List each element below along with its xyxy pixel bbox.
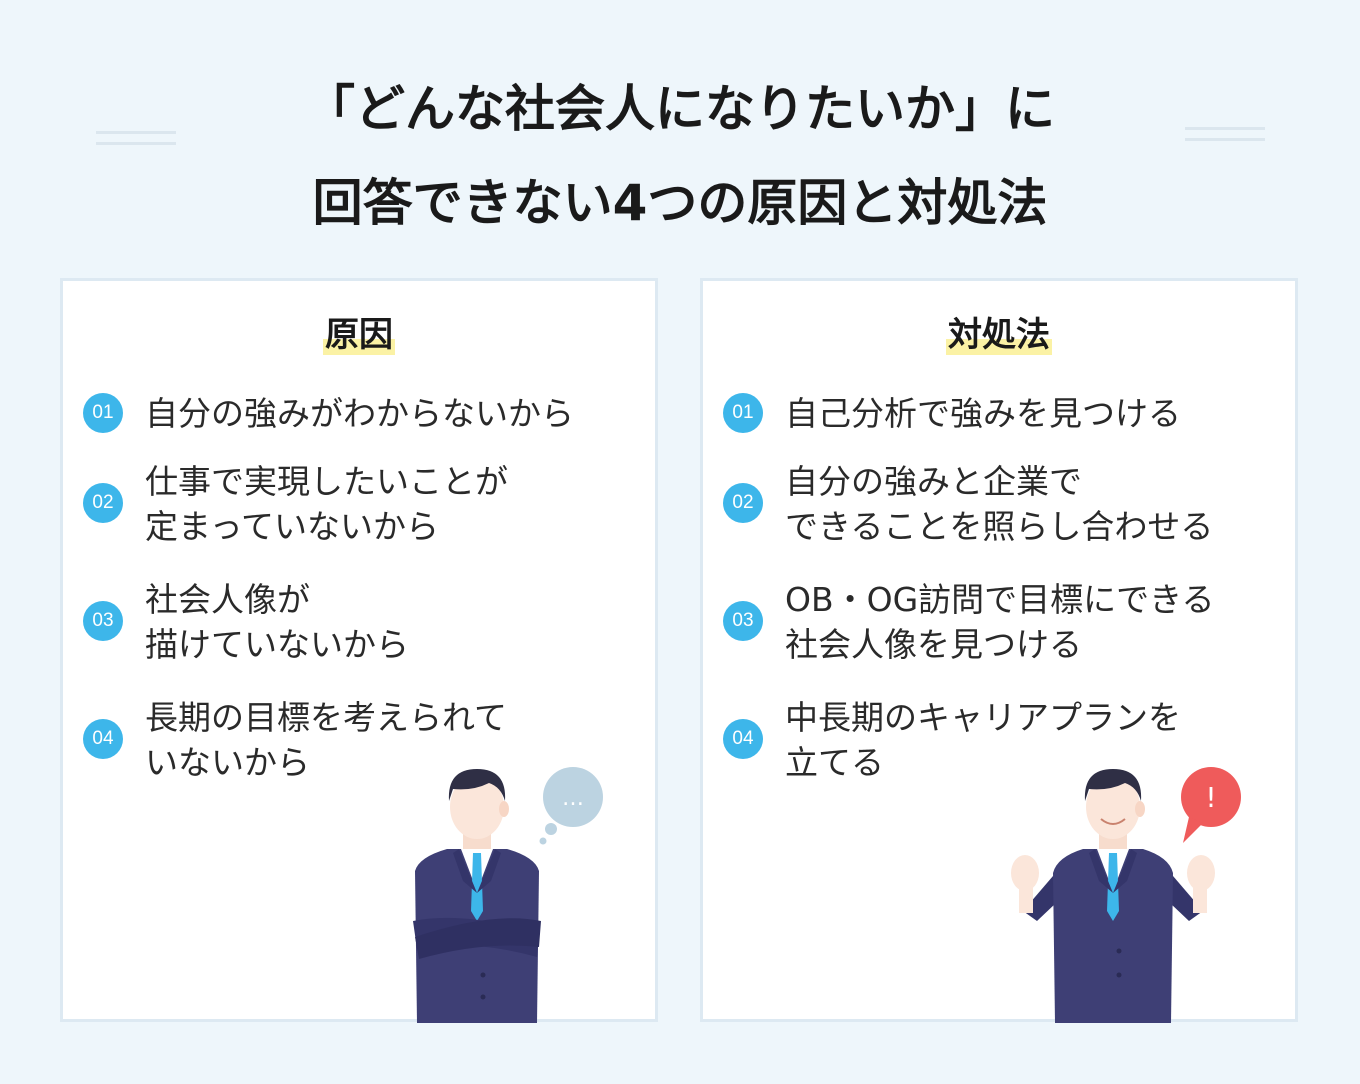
solution-text: 自己分析で強みを見つける [785, 391, 1181, 436]
solution-text-line: 自分の強みと企業で [785, 462, 1082, 501]
title-line-2: 回答できない4つの原因と対処法 [312, 174, 1048, 232]
solution-text: 自分の強みと企業で できることを照らし合わせる [785, 459, 1213, 549]
exclamation-bubble-text: ! [1205, 781, 1216, 814]
excited-man-icon: ! [1011, 767, 1241, 1023]
cause-text-line: 社会人像が [145, 580, 310, 619]
thought-bubble-icon [543, 767, 603, 827]
cause-number-badge: 02 [83, 483, 123, 523]
cause-number-badge: 03 [83, 601, 123, 641]
exclamation-bubble-icon [1181, 767, 1241, 827]
cause-number-badge: 04 [83, 719, 123, 759]
solutions-heading: 対処法 [703, 315, 1295, 355]
decorative-lines-left [96, 131, 176, 153]
solutions-heading-text: 対処法 [946, 315, 1052, 355]
cause-text-line: いないから [145, 743, 310, 782]
cause-text: 長期の目標を考えられて いないから [145, 695, 507, 785]
cause-text: 仕事で実現したいことが 定まっていないから [145, 459, 508, 549]
cause-text-line: 描けていないから [145, 625, 409, 664]
decorative-lines-right [1185, 127, 1265, 149]
cause-text-line: 定まっていないから [145, 507, 440, 546]
solution-text-line: できることを照らし合わせる [785, 507, 1214, 546]
cause-text-line: 自分の強みがわからないから [145, 394, 574, 433]
cause-text: 自分の強みがわからないから [145, 391, 574, 436]
solution-number-badge: 03 [723, 601, 763, 641]
solution-number-badge: 01 [723, 393, 763, 433]
solution-text: 中長期のキャリアプランを 立てる [785, 695, 1181, 785]
solution-text-line: 立てる [785, 743, 884, 782]
solution-number-badge: 02 [723, 483, 763, 523]
solution-text-line: 社会人像を見つける [785, 625, 1082, 664]
causes-heading: 原因 [63, 315, 655, 355]
solution-number-badge: 04 [723, 719, 763, 759]
title-line-1: 「どんな社会人になりたいか」に [305, 80, 1055, 138]
solution-text: OB・OG訪問で目標にできる 社会人像を見つける [785, 577, 1215, 667]
cause-text-line: 長期の目標を考えられて [145, 698, 508, 737]
cause-number-badge: 01 [83, 393, 123, 433]
page-title: 「どんな社会人になりたいか」に 回答できない4つの原因と対処法 [0, 62, 1360, 250]
causes-heading-text: 原因 [323, 315, 395, 355]
solution-text-line: 中長期のキャリアプランを [785, 698, 1181, 737]
cause-text: 社会人像が 描けていないから [145, 577, 409, 667]
thought-bubble-text: … [562, 786, 584, 811]
solution-text-line: OB・OG訪問で目標にできる [785, 580, 1215, 619]
cause-text-line: 仕事で実現したいことが [145, 462, 508, 501]
thinking-man-icon: … [413, 767, 603, 1023]
solutions-panel: 対処法 01 自己分析で強みを見つける 02 自分の強みと企業で できることを照… [700, 278, 1298, 1023]
causes-panel: 原因 01 自分の強みがわからないから 02 仕事で実現したいことが 定まってい… [60, 278, 658, 1023]
solution-text-line: 自己分析で強みを見つける [785, 394, 1181, 433]
